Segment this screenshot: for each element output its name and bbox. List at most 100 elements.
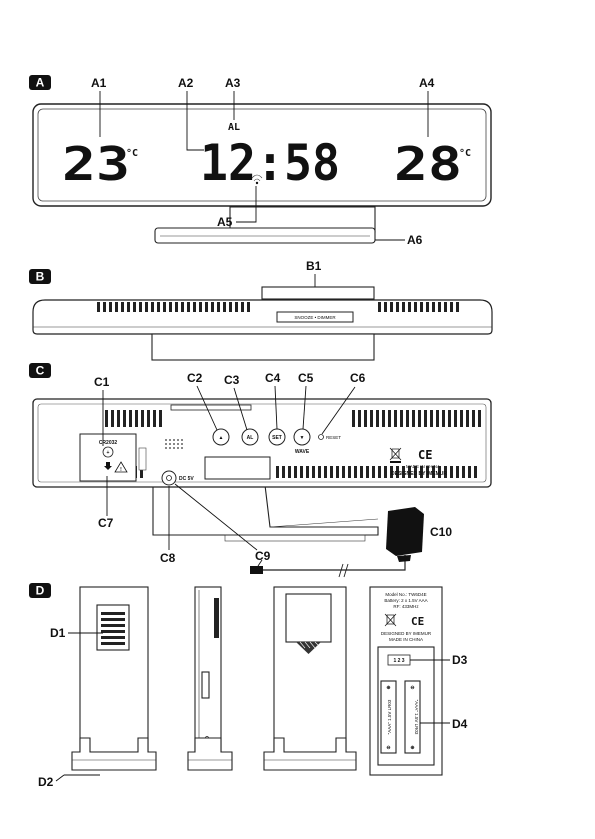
sensor-ce-mark: CE: [411, 615, 424, 628]
callout-c1: C1: [94, 375, 110, 389]
callout-c5: C5: [298, 371, 314, 385]
alarm-indicator: AL: [228, 122, 240, 133]
svg-text:⊖: ⊖: [410, 685, 414, 691]
callout-a3: A3: [225, 76, 241, 90]
leader-c4: [274, 385, 278, 430]
callout-b1: B1: [306, 259, 322, 273]
callout-a4: A4: [419, 76, 435, 90]
callout-d1: D1: [50, 626, 66, 640]
top-vents-left: [97, 302, 250, 312]
power-jack[interactable]: [161, 470, 177, 486]
sensor-battery-label: Battery: 2 x 1.5V AAA: [384, 598, 427, 603]
made-in-label: MADE IN CHINA: [406, 464, 440, 469]
callout-c8: C8: [160, 551, 176, 565]
sensor-back-view: [263, 586, 357, 771]
snooze-dimmer-label: SNOOZE • DIMMER: [294, 315, 336, 320]
section-a-badge-label: A: [36, 76, 45, 90]
callout-c6: C6: [350, 371, 366, 385]
section-a-badge: [29, 75, 51, 90]
battery-slot-2: [404, 680, 421, 754]
callout-c9: C9: [255, 549, 271, 563]
warning-icon: [114, 461, 128, 473]
callout-d3: D3: [452, 653, 468, 667]
reset-button[interactable]: [318, 434, 324, 440]
stand-base: [154, 227, 376, 244]
callout-c4: C4: [265, 371, 281, 385]
callout-c3: C3: [224, 373, 240, 387]
leader-a2: [186, 91, 204, 151]
battery-slot-1-label: "AAA" 1.5V LR03: [387, 699, 392, 734]
section-b: B B1: [29, 259, 493, 361]
sensor-open-view: Model No.: TW6D4E Battery: 2 x 1.5V AAA …: [369, 586, 443, 776]
svg-text:!: !: [120, 467, 122, 473]
callout-d4: D4: [452, 717, 468, 731]
sensor-freq-label: RF: 433MHz: [393, 604, 419, 609]
power-label: DC 5V: [179, 476, 194, 482]
svg-text:⊖: ⊖: [386, 745, 390, 751]
down-button[interactable]: [293, 428, 311, 446]
battery-label: CR2032: [99, 440, 118, 446]
sensor-recycle-icon: [384, 613, 397, 627]
sensor-side-view: [187, 586, 233, 771]
down-button-label: ▼: [300, 435, 305, 441]
radio-signal-icon: [251, 174, 263, 185]
battery-slot-1: [380, 680, 397, 754]
clock-time: 12:58: [200, 134, 340, 192]
callout-a6: A6: [407, 233, 423, 247]
section-d-badge: [29, 583, 51, 598]
sensor-designed-label: DESIGNED BY IMEMUR: [381, 631, 432, 636]
callout-a1: A1: [91, 76, 107, 90]
leader-c3: [233, 387, 248, 431]
display-housing: [32, 103, 492, 207]
power-cable: [330, 555, 406, 571]
open-arrow-icon: [104, 462, 112, 470]
indoor-temp-unit: °C: [126, 148, 138, 159]
up-button[interactable]: [212, 428, 230, 446]
top-stand-back: [261, 286, 375, 300]
power-adapter: [386, 507, 424, 556]
leader-a5: [236, 186, 257, 223]
recycle-bin-icon: [389, 447, 402, 463]
sensor-made-label: MADE IN CHINA: [389, 637, 423, 642]
top-housing: [32, 299, 493, 335]
back-window: [204, 456, 271, 480]
section-b-badge: [29, 269, 51, 284]
callout-c7: C7: [98, 516, 114, 530]
leader-c9-plug: [257, 559, 263, 567]
rear-stand: [152, 484, 379, 536]
outdoor-temp-unit: °C: [459, 148, 471, 159]
battery-compartment[interactable]: [79, 433, 137, 482]
battery-plus-label: +: [107, 450, 110, 456]
section-d-badge-label: D: [36, 584, 45, 598]
back-top-slot: [170, 404, 252, 411]
up-button-label: ▲: [219, 435, 224, 441]
wave-label: WAVE: [295, 449, 310, 455]
outdoor-temperature: 28: [394, 137, 462, 191]
channel-switch-label: 1 2 3: [393, 658, 404, 664]
leader-c6: [321, 386, 356, 435]
battery-slot-2-label: "AAA" 1.5V LR03: [414, 700, 419, 735]
set-button-label: SET: [272, 435, 282, 441]
svg-text:⊕: ⊕: [410, 745, 414, 751]
leader-d2: [55, 774, 65, 782]
speaker-grille: [165, 439, 183, 449]
leader-c5: [302, 385, 307, 430]
callout-c2: C2: [187, 371, 203, 385]
leader-c9: [174, 483, 258, 551]
leader-c2: [196, 385, 218, 431]
callout-c10: C10: [430, 525, 452, 539]
snooze-dimmer-button[interactable]: [276, 311, 354, 323]
callout-a5: A5: [217, 215, 233, 229]
top-vents-right: [378, 302, 459, 312]
battery-cell-icon: [102, 446, 114, 458]
callout-a2: A2: [178, 76, 194, 90]
section-a: A 23 °C 12:58 AL 28 °C A1 A2 A3 A4 A5: [29, 75, 492, 247]
alarm-button-label: AL: [247, 435, 254, 441]
stand-lower-b: [151, 333, 375, 361]
ce-mark: CE: [418, 448, 432, 462]
reset-label: RESET: [326, 435, 341, 440]
display-inner-bezel: [37, 108, 487, 202]
sensor-front-view: [71, 586, 157, 771]
alarm-button[interactable]: [241, 428, 259, 446]
